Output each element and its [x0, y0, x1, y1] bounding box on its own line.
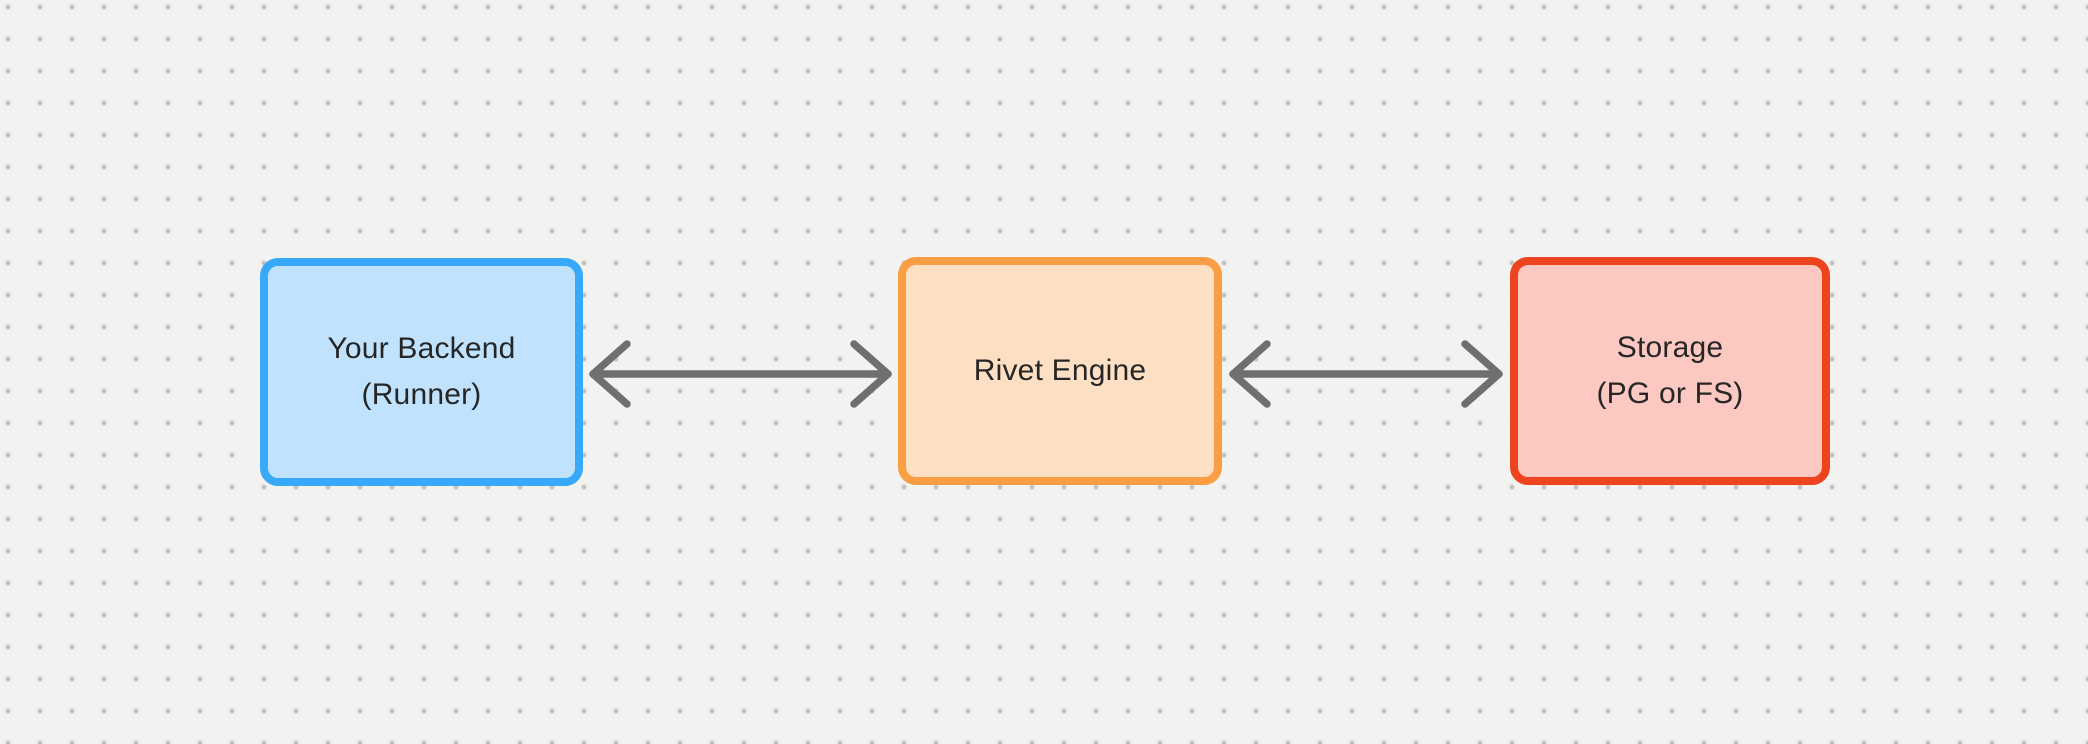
arrow-head-right	[1461, 340, 1503, 408]
diagram-node-your-backend: Your Backend (Runner)	[260, 258, 583, 486]
bidirectional-arrow-engine-storage	[1229, 340, 1503, 408]
diagram-node-storage: Storage (PG or FS)	[1510, 257, 1830, 485]
node-label-line: Your Backend	[327, 332, 516, 365]
node-label-line: Storage	[1616, 331, 1724, 364]
arrow-head-right	[850, 340, 892, 408]
diagram-node-rivet-engine: Rivet Engine	[898, 257, 1222, 485]
arrow-head-left	[1229, 340, 1271, 408]
node-label-line: (Runner)	[361, 378, 482, 411]
node-label-line: (PG or FS)	[1596, 377, 1744, 410]
bidirectional-arrow-backend-engine	[589, 340, 892, 408]
node-label-line: Rivet Engine	[973, 354, 1147, 387]
arrow-head-left	[589, 340, 631, 408]
